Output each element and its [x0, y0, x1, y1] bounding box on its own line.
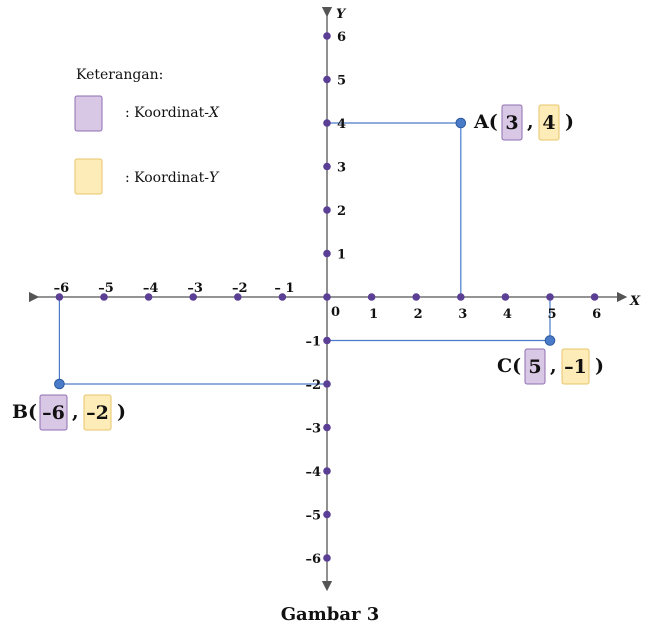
point-a	[455, 117, 467, 129]
y-tick-label: 1	[337, 248, 346, 263]
point-label-a: A( 3, 4)	[473, 104, 574, 141]
x-axis-dot	[546, 293, 554, 301]
legend: Keterangan: : Koordinat-X : Koordinat-Y	[74, 67, 220, 195]
x-axis-dot	[100, 293, 108, 301]
tick-labels: 0 –6 –5 –4 –3 –2 – 1 1 2 3 4 5 6 6 5 4 3 2 1 –1 –2 –3 –4 –5 –6	[54, 30, 601, 567]
x-axis-dot	[367, 293, 376, 301]
y-axis-dot	[323, 32, 331, 40]
y-tick-label: 6	[337, 30, 346, 45]
y-axis-dot	[323, 336, 331, 345]
legend-swatch-y	[74, 158, 103, 195]
guide-lines	[58, 122, 551, 385]
x-tick-label: –5	[98, 281, 114, 296]
point-b	[54, 378, 65, 390]
y-axis-dot	[323, 119, 331, 127]
point-name: C(	[497, 355, 521, 377]
legend-item-x-label: : Koordinat-X	[125, 105, 220, 121]
x-axis-dot	[55, 293, 64, 301]
y-axis-dot	[323, 162, 331, 171]
y-coordinate-box	[561, 348, 590, 385]
point-name: B(	[12, 401, 37, 423]
x-coordinate-value: 5	[528, 356, 541, 378]
x-axis-dot	[189, 293, 197, 301]
x-coordinate-value: 3	[505, 112, 518, 134]
y-tick-label: –5	[305, 509, 321, 524]
y-coordinate-box	[83, 394, 112, 431]
point-label-c: C( 5, –1)	[497, 348, 604, 385]
x-coordinate-box	[39, 394, 68, 431]
comma: ,	[527, 111, 534, 133]
x-tick-label: 6	[592, 307, 601, 322]
y-tick-label: 3	[337, 161, 346, 176]
y-tick-label: –3	[305, 422, 321, 437]
x-tick-label: –3	[187, 281, 203, 296]
legend-swatch-x	[74, 95, 103, 132]
y-tick-label: –4	[305, 465, 321, 480]
y-axis-dot	[323, 510, 331, 519]
x-tick-label: – 1	[274, 281, 294, 296]
y-coordinate-box	[538, 104, 560, 141]
point-label-b: B(–6, –2)	[12, 394, 126, 431]
y-tick-label: –1	[305, 335, 321, 350]
x-coordinate-value: –6	[42, 402, 65, 424]
y-tick-label: 4	[337, 117, 346, 132]
x-tick-label: –2	[232, 281, 248, 296]
figure-caption: Gambar 3	[281, 604, 380, 625]
y-axis-dot	[323, 554, 331, 562]
x-tick-label: 3	[458, 307, 467, 322]
origin-dot	[323, 293, 331, 301]
closing-paren: )	[117, 401, 126, 423]
y-coordinate-value: –1	[564, 356, 587, 378]
x-axis-dot	[457, 293, 465, 301]
x-tick-label: 2	[414, 307, 423, 322]
y-coordinate-value: –2	[86, 402, 109, 424]
x-tick-label: 1	[369, 307, 378, 322]
y-axis-dot	[323, 423, 331, 432]
axis-dots	[55, 32, 599, 562]
x-axis-dot	[501, 293, 510, 301]
closing-paren: )	[565, 111, 574, 133]
y-coordinate-value: 4	[542, 112, 555, 134]
origin-label: 0	[331, 305, 340, 320]
x-tick-label: 4	[503, 307, 512, 322]
comma: ,	[72, 401, 79, 423]
x-coordinate-box	[501, 104, 523, 141]
x-coordinate-box	[524, 348, 546, 385]
x-axis-dot	[234, 293, 242, 301]
y-tick-label: 2	[337, 204, 346, 219]
y-axis-dot	[323, 206, 331, 214]
y-axis-label: Y	[336, 7, 347, 22]
x-tick-label: 5	[547, 307, 556, 322]
y-axis-dot	[323, 249, 331, 258]
comma: ,	[550, 355, 557, 377]
plotted-points: A(3,4)B(–6,–2)C(5,–1)	[12, 104, 604, 431]
y-axis-dot	[323, 75, 331, 84]
y-axis-dot	[323, 467, 331, 475]
point-c	[544, 335, 556, 346]
y-axis-dot	[323, 380, 331, 388]
x-tick-label: –6	[54, 281, 70, 296]
y-tick-label: –6	[305, 552, 321, 567]
x-axis-dot	[412, 293, 421, 301]
x-axis-dot	[144, 293, 153, 301]
point-name: A(	[473, 111, 498, 133]
x-axis-label: X	[629, 294, 641, 309]
x-axis-dot	[278, 293, 287, 301]
x-tick-label: –4	[143, 281, 159, 296]
x-axis-dot	[590, 293, 599, 301]
legend-title: Keterangan:	[76, 67, 163, 83]
legend-item-y-label: : Koordinat-Y	[125, 170, 220, 186]
closing-paren: )	[595, 355, 604, 377]
y-tick-label: –2	[305, 378, 321, 393]
y-tick-label: 5	[337, 74, 346, 89]
